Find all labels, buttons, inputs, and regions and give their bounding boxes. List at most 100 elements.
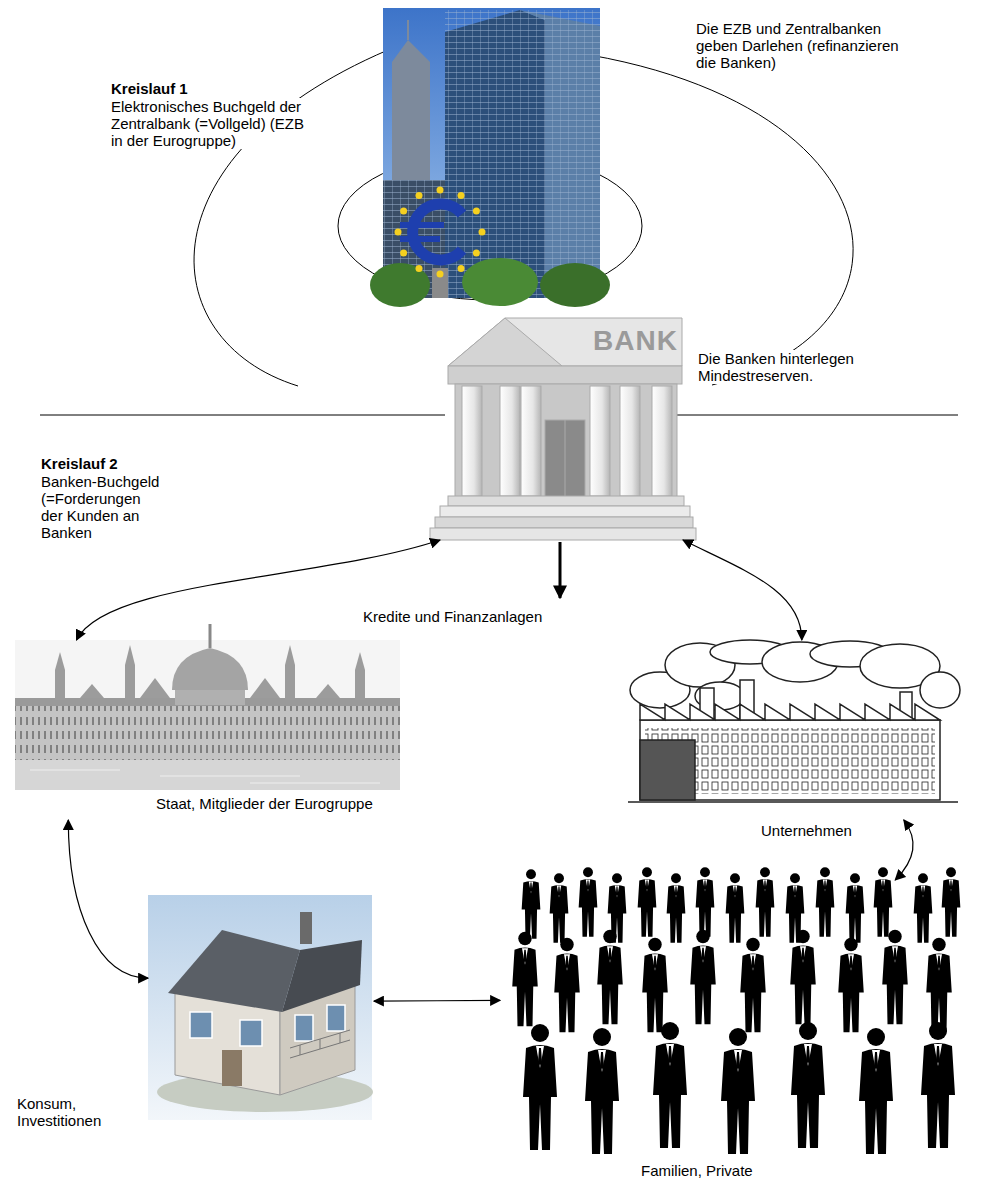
people-crowd [914, 873, 933, 942]
parliament-picture [55, 670, 65, 700]
people-crowd [721, 1028, 755, 1154]
parliament-picture [15, 640, 400, 790]
people-crowd [921, 1022, 955, 1148]
circulation-curves [194, 45, 400, 386]
house-picture [168, 930, 300, 1012]
parliament-picture [160, 776, 300, 777]
ecb-photo [400, 208, 407, 215]
factory-picture [640, 704, 940, 720]
house-picture [148, 895, 372, 1120]
ecb-photo [395, 187, 486, 278]
house-picture [300, 1045, 301, 1055]
people-crowd [882, 930, 908, 1025]
flow-arrow [895, 820, 913, 880]
bank-building [620, 386, 640, 496]
people-crowd [512, 932, 538, 1027]
ecb-photo [540, 263, 610, 307]
ecb-photo [437, 187, 444, 194]
credit-arrow [559, 542, 562, 598]
people-crowd [512, 867, 960, 1154]
bank-node: BANK [440, 300, 683, 540]
house-picture [290, 1030, 350, 1058]
circulation-curves [40, 415, 445, 416]
factory-picture [628, 640, 960, 802]
factory-picture [640, 740, 695, 800]
people-crowd [859, 1028, 893, 1154]
people-crowd [642, 938, 668, 1033]
parliament-picture [15, 760, 400, 790]
people-crowd [874, 867, 893, 936]
ecb-photo [370, 263, 430, 307]
people-crowd [638, 867, 657, 936]
flow-arrow [68, 820, 148, 978]
parliament-picture [355, 652, 365, 670]
node-caption: BANK [592, 326, 679, 356]
house-picture [148, 895, 373, 1120]
flow-label: Kredite und Finanzanlagen [362, 608, 543, 625]
ecb-photo [400, 236, 440, 242]
node-caption: Staat, Mitglieder der Eurogruppe [155, 795, 374, 812]
parliament-picture [30, 770, 380, 783]
people-crowd [942, 867, 961, 936]
house-picture [295, 1015, 313, 1041]
people-crowd [816, 867, 835, 936]
people-crowd [597, 930, 623, 1025]
people-crowd [690, 930, 716, 1025]
house-picture [340, 1033, 341, 1043]
house-picture [290, 1040, 350, 1058]
parliament-picture [30, 770, 120, 771]
bank-building [565, 420, 566, 500]
parliament-picture [175, 688, 245, 705]
factory-picture [628, 801, 958, 803]
ecb-photo [370, 8, 610, 307]
note-text: Die EZB und Zentralbanken geben Darlehen… [695, 20, 912, 71]
ecb-photo [416, 192, 423, 199]
ecb-photo [445, 10, 600, 298]
cycle-description: Elektronisches Buchgeld der Zentralbank … [110, 98, 317, 149]
parliament-picture [125, 645, 135, 665]
people-crowd [740, 938, 766, 1033]
bank-building [500, 386, 520, 496]
bank-building [430, 318, 696, 540]
parliament-picture [285, 665, 295, 700]
people-crowd [554, 938, 580, 1033]
parliament-picture [209, 624, 212, 648]
bank-building [448, 496, 684, 506]
house-picture [327, 1005, 345, 1031]
house-picture [320, 1039, 321, 1049]
bank-building [455, 384, 677, 500]
factory-picture [640, 720, 940, 800]
ecb-photo [458, 192, 465, 199]
ecb-photo [416, 265, 423, 272]
people-crowd [550, 873, 569, 942]
people-crowd [926, 938, 952, 1033]
cycle-heading: Kreislauf 2 [40, 455, 119, 472]
parliament-picture [140, 678, 170, 698]
parliament-picture [55, 652, 65, 670]
bank-building [545, 420, 585, 500]
ecb-photo [413, 204, 462, 260]
household-node: Konsum, Investitionen [148, 893, 374, 1123]
house-picture [282, 940, 362, 1012]
people-crowd [585, 1028, 619, 1154]
parliament-picture [15, 705, 400, 760]
people-crowd [653, 1022, 687, 1148]
parliament-picture [125, 665, 135, 700]
people-crowd [696, 867, 715, 936]
people-crowd [791, 1022, 825, 1148]
bank-building [440, 506, 690, 517]
parliament-picture [355, 670, 365, 700]
people-crowd [756, 867, 775, 936]
house-picture [190, 1005, 345, 1046]
bank-building [430, 528, 696, 540]
parliament-picture [80, 684, 104, 698]
node-caption: Familien, Private [640, 1162, 754, 1179]
note-text: Die Banken hinterlegen Mindestreserven. [697, 350, 869, 384]
parliament-picture [15, 624, 400, 790]
ecb-photo [458, 265, 465, 272]
ecb-photo [473, 208, 480, 215]
people-node: Familien, Private [500, 880, 965, 1181]
